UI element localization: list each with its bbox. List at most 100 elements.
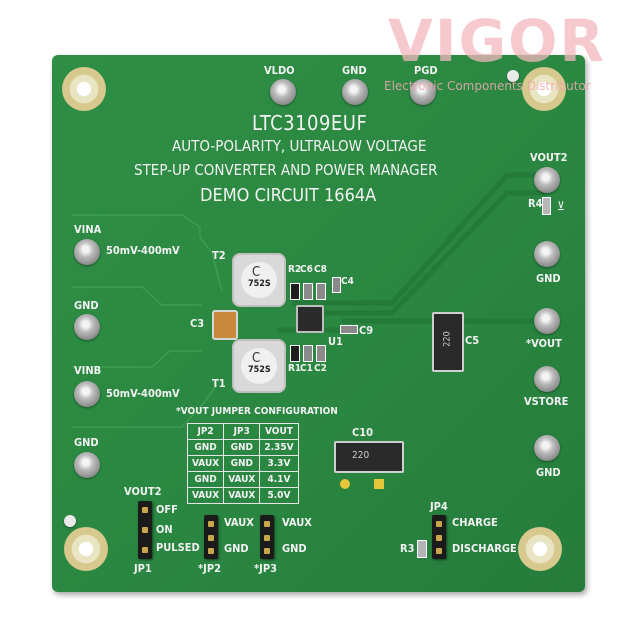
jumper-pin xyxy=(436,535,442,541)
capacitor-c3 xyxy=(212,310,238,340)
label-vinb: VINB xyxy=(74,364,102,377)
label-jp1-vout2: VOUT2 xyxy=(124,485,162,498)
label-c5: C5 xyxy=(465,334,480,347)
label-c4: C4 xyxy=(341,276,354,287)
jumper-pin xyxy=(264,548,270,554)
jumper-pin xyxy=(142,507,148,513)
table-cell: VAUX xyxy=(223,471,261,488)
capacitor-c2 xyxy=(316,345,326,362)
pad-gnd-right-1[interactable] xyxy=(534,241,560,267)
mount-hole-bottom-left xyxy=(64,527,108,571)
label-vout2: VOUT2 xyxy=(530,151,568,164)
label-c6: C6 xyxy=(300,264,313,275)
mount-hole-top-right xyxy=(522,67,566,111)
label-u1: U1 xyxy=(328,335,343,348)
label-pgd: PGD xyxy=(414,64,438,77)
capacitor-c6 xyxy=(303,283,313,300)
jumper-jp3[interactable] xyxy=(260,515,274,559)
jumper-pin xyxy=(208,535,214,541)
pad-vldo[interactable] xyxy=(270,79,296,105)
watermark-brand: VIGOR xyxy=(388,7,607,75)
pad-gnd-left-1[interactable] xyxy=(74,314,100,340)
transformer-t1-logo: C xyxy=(252,351,261,366)
transformer-t2-mark: 752S xyxy=(248,279,271,289)
resistor-r3 xyxy=(417,540,427,558)
table-cell: 4.1V xyxy=(259,471,299,488)
capacitor-c10: 220 xyxy=(334,441,404,473)
capacitor-c4 xyxy=(332,277,341,293)
label-jp2-vaux: VAUX xyxy=(224,516,254,529)
jumper-jp1[interactable] xyxy=(138,501,152,559)
capacitor-c8 xyxy=(316,283,326,300)
label-vstore: VSTORE xyxy=(524,395,569,408)
capacitor-c10-mark: 220 xyxy=(352,450,370,461)
label-gnd-left-2: GND xyxy=(74,436,99,449)
transformer-t2-face xyxy=(241,262,277,298)
label-c8: C8 xyxy=(314,264,327,275)
label-vina: VINA xyxy=(74,223,102,236)
resistor-r4 xyxy=(542,197,551,215)
mount-hole-top-left xyxy=(62,67,106,111)
label-vldo: VLDO xyxy=(264,64,295,77)
pad-vina[interactable] xyxy=(74,239,100,265)
pad-c10-left xyxy=(340,479,350,489)
jumper-jp2[interactable] xyxy=(204,515,218,559)
pad-vout[interactable] xyxy=(534,308,560,334)
label-vina-range: 50mV-400mV xyxy=(106,244,180,257)
label-c2: C2 xyxy=(314,363,327,374)
test-point-small xyxy=(64,515,76,527)
label-jp2: *JP2 xyxy=(198,562,221,575)
table-row: GND VAUX 4.1V xyxy=(186,471,299,488)
table-header-cell: JP2 xyxy=(186,423,225,440)
capacitor-c5: 220 xyxy=(432,312,464,372)
label-jp3-vaux: VAUX xyxy=(282,516,312,529)
label-jp4-charge: CHARGE xyxy=(452,516,498,529)
jumper-pin xyxy=(208,548,214,554)
pad-gnd-right-2[interactable] xyxy=(534,435,560,461)
label-jp1: JP1 xyxy=(134,562,152,575)
jumper-pin xyxy=(208,521,214,527)
board-title: LTC3109EUF xyxy=(252,111,368,135)
jumper-jp4[interactable] xyxy=(432,515,446,559)
pad-vstore[interactable] xyxy=(534,366,560,392)
pad-gnd-top[interactable] xyxy=(342,79,368,105)
label-jp1-off: OFF xyxy=(156,503,178,516)
label-gnd-right-2: GND xyxy=(536,466,561,479)
pad-vinb[interactable] xyxy=(74,381,100,407)
jumper-pin xyxy=(436,521,442,527)
pcb-board: VLDO GND PGD LTC3109EUF AUTO-POLARITY, U… xyxy=(52,55,585,592)
ic-u1 xyxy=(296,305,324,333)
label-jp4-discharge: DISCHARGE xyxy=(452,542,517,555)
transformer-t2-logo: C xyxy=(252,265,261,280)
table-cell: 3.3V xyxy=(259,455,299,472)
resistor-r2 xyxy=(290,283,300,300)
table-cell: GND xyxy=(186,439,225,456)
jumper-pin xyxy=(264,535,270,541)
label-c9: C9 xyxy=(359,324,374,337)
table-cell: VAUX xyxy=(186,487,225,504)
label-jp1-pulsed: PULSED xyxy=(156,541,200,554)
label-jp3-gnd: GND xyxy=(282,542,307,555)
table-cell: GND xyxy=(223,439,261,456)
table-row: GND GND 2.35V xyxy=(186,439,299,456)
label-gnd-top: GND xyxy=(342,64,367,77)
transformer-t1-face xyxy=(241,348,277,384)
label-t2: T2 xyxy=(212,249,226,262)
pad-pgd[interactable] xyxy=(410,79,436,105)
label-r2: R2 xyxy=(288,264,302,275)
label-r1: R1 xyxy=(288,363,302,374)
label-r4: R4 xyxy=(528,197,543,210)
label-vout: *VOUT xyxy=(526,337,562,350)
label-c3: C3 xyxy=(190,317,205,330)
board-subtitle-1: AUTO-POLARITY, ULTRALOW VOLTAGE xyxy=(172,137,427,155)
jumper-pin xyxy=(264,521,270,527)
pad-vout2[interactable] xyxy=(534,167,560,193)
pad-gnd-left-2[interactable] xyxy=(74,452,100,478)
transformer-t1: C 752S xyxy=(232,339,286,393)
resistor-r1 xyxy=(290,345,300,362)
capacitor-c9 xyxy=(340,325,358,334)
label-r3: R3 xyxy=(400,542,415,555)
watermark-tagline: Electronic Components Distributor xyxy=(384,79,591,93)
label-c1: C1 xyxy=(300,363,313,374)
label-jp3: *JP3 xyxy=(254,562,277,575)
